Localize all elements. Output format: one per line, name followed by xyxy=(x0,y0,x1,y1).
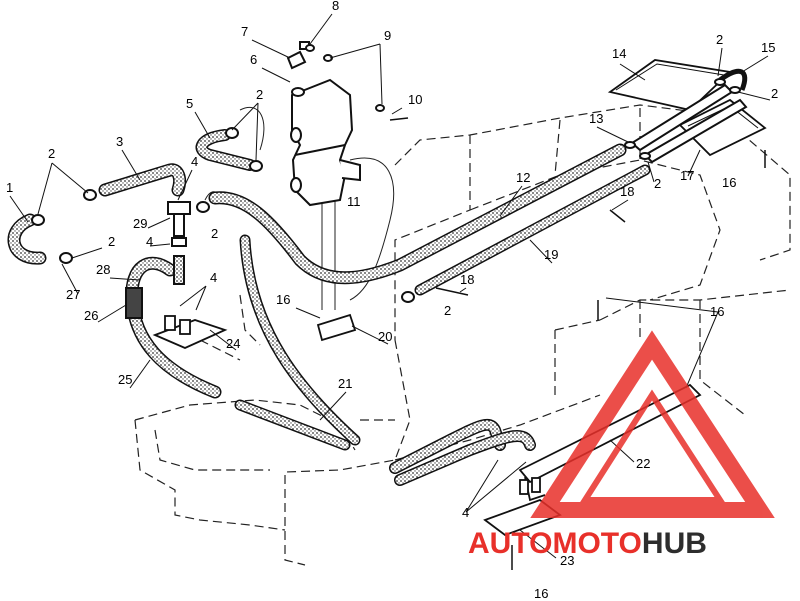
callout-c16c: 16 xyxy=(710,304,724,319)
callout-c16b: 16 xyxy=(722,175,736,190)
callout-c14: 14 xyxy=(612,46,626,61)
callout-c2g: 2 xyxy=(771,86,778,101)
callout-c4a: 4 xyxy=(191,154,198,169)
callout-c4b: 4 xyxy=(146,234,153,249)
cooler-26 xyxy=(125,287,143,319)
callout-c21: 21 xyxy=(338,376,352,391)
callout-c27: 27 xyxy=(66,287,80,302)
callout-c2e: 2 xyxy=(444,303,451,318)
svg-text:AUTOMOTOHUB: AUTOMOTOHUB xyxy=(468,527,707,560)
bracket-20 xyxy=(316,313,357,342)
callout-c20: 20 xyxy=(378,329,392,344)
routing-lines xyxy=(204,107,395,310)
heat-exchanger-upper xyxy=(607,59,732,111)
coolant-reservoir xyxy=(290,78,361,207)
callout-c25: 25 xyxy=(118,372,132,387)
hose-clamps xyxy=(31,44,415,303)
bracket-22 xyxy=(518,383,702,502)
callout-c9: 9 xyxy=(384,28,391,43)
watermark-logo xyxy=(530,330,775,518)
bracket-24 xyxy=(152,315,228,349)
callout-c10: 10 xyxy=(408,92,422,107)
callout-c15: 15 xyxy=(761,40,775,55)
callout-c2d: 2 xyxy=(108,234,115,249)
callout-c5: 5 xyxy=(186,96,193,111)
callout-c2c: 2 xyxy=(211,226,218,241)
callout-c4d: 4 xyxy=(462,505,469,520)
callout-c2h: 2 xyxy=(654,176,661,191)
callout-c4c: 4 xyxy=(210,270,217,285)
callout-c24: 24 xyxy=(226,336,240,351)
callout-c1: 1 xyxy=(6,180,13,195)
callout-c18a: 18 xyxy=(620,184,634,199)
callout-c11: 11 xyxy=(347,194,361,209)
watermark-part-moto: MOTO xyxy=(552,527,641,560)
callout-c22: 22 xyxy=(636,456,650,471)
callout-c12: 12 xyxy=(516,170,530,185)
callout-c2a: 2 xyxy=(256,87,263,102)
callout-c7: 7 xyxy=(241,24,248,39)
chassis-outline xyxy=(134,104,791,566)
callout-c29: 29 xyxy=(133,216,147,231)
tee-fitting xyxy=(167,201,191,285)
watermark-part-hub: HUB xyxy=(642,527,707,560)
callout-c16a: 16 xyxy=(276,292,290,307)
callout-c23: 23 xyxy=(560,553,574,568)
watermark-text: AUTOMOTOHUB xyxy=(468,527,707,560)
callout-c26: 26 xyxy=(84,308,98,323)
callout-c8a: 8 xyxy=(332,0,339,13)
callout-c2f: 2 xyxy=(716,32,723,47)
callout-c28: 28 xyxy=(96,262,110,277)
hoses xyxy=(7,129,651,486)
exchanger-tubes xyxy=(624,68,748,164)
callout-c13: 13 xyxy=(589,111,603,126)
fasteners xyxy=(389,117,766,570)
callout-c6: 6 xyxy=(250,52,257,67)
callout-c2b: 2 xyxy=(48,146,55,161)
callout-c19: 19 xyxy=(544,247,558,262)
leader-lines xyxy=(9,13,771,559)
callout-c18b: 18 xyxy=(460,272,474,287)
callout-c16d: 16 xyxy=(534,586,548,601)
callout-c3: 3 xyxy=(116,134,123,149)
watermark-part-auto: AUTO xyxy=(468,527,552,560)
callout-c17: 17 xyxy=(680,168,694,183)
